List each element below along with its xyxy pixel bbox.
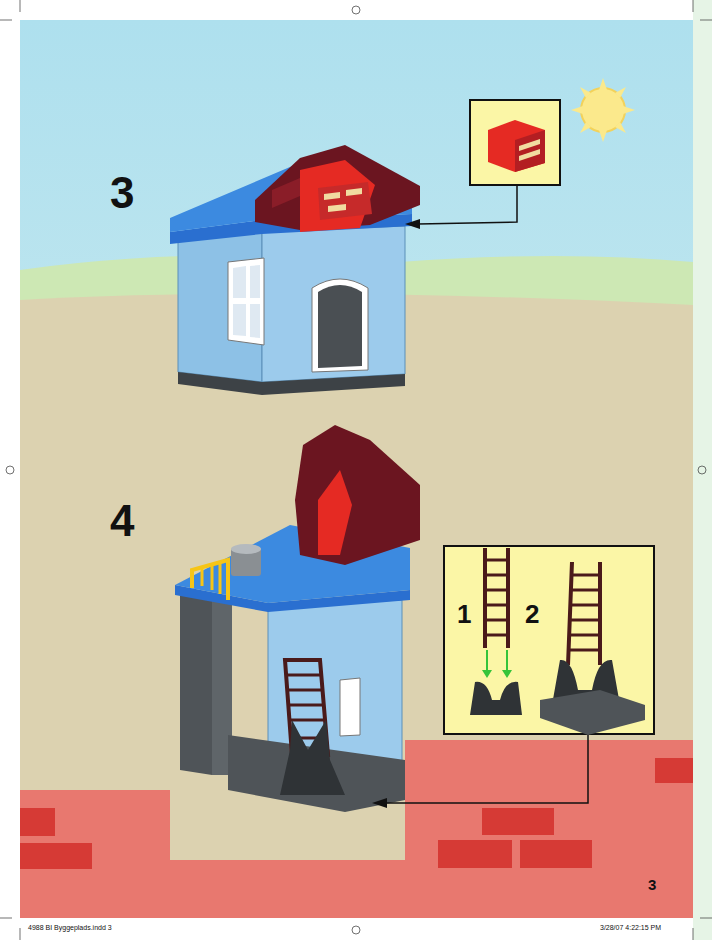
holder-part <box>470 682 522 715</box>
plate-part <box>540 690 645 735</box>
substep-number: 2 <box>525 599 539 630</box>
sun <box>571 78 635 142</box>
green-arrow <box>487 650 507 672</box>
step-number: 3 <box>110 168 134 218</box>
ladder-part <box>568 562 600 665</box>
brick <box>20 808 55 836</box>
brick <box>655 758 693 783</box>
brick <box>520 840 592 868</box>
house-step-3 <box>170 145 420 395</box>
sky <box>20 20 693 918</box>
substep-number: 1 <box>457 599 471 630</box>
page-number: 3 <box>648 876 656 893</box>
step-number: 4 <box>110 496 134 546</box>
arrow-head <box>372 798 387 808</box>
holder-part <box>552 660 620 705</box>
brick <box>482 808 554 835</box>
arrow-head <box>405 219 420 229</box>
print-info: 4988 BI Byggeplads.indd 3 <box>28 924 112 931</box>
callout-box <box>470 100 560 185</box>
brick-part <box>488 120 545 172</box>
ground <box>20 294 693 918</box>
brick <box>438 840 512 868</box>
page-edge <box>693 0 712 940</box>
brick <box>20 843 92 869</box>
leader-line <box>418 185 517 224</box>
leader-line <box>385 735 588 803</box>
brick-floor <box>20 790 170 918</box>
house-step-4 <box>175 425 420 812</box>
ladder-part <box>485 548 508 648</box>
callout-box: 12 <box>443 545 655 735</box>
print-info: 3/28/07 4:22:15 PM <box>600 924 661 931</box>
green-arrow <box>482 670 512 678</box>
